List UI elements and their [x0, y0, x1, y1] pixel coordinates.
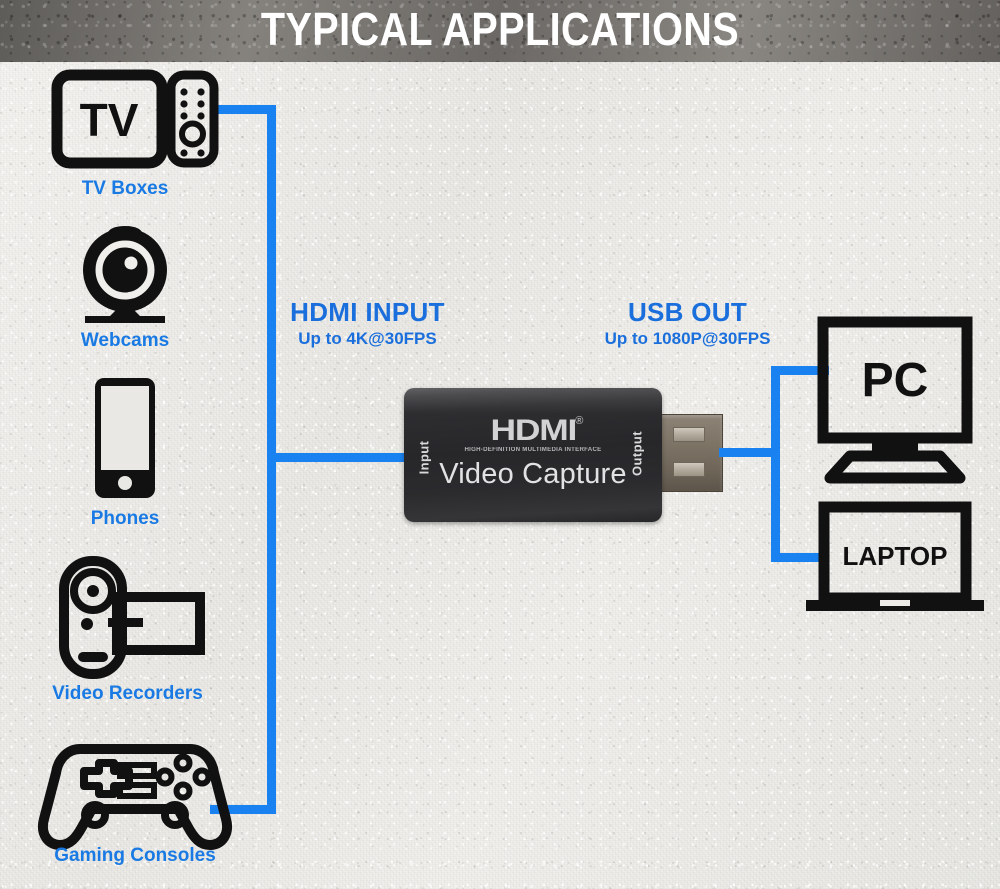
- video-capture-device: Input Output HDMI ® HIGH-DEFINITION MULT…: [404, 388, 662, 522]
- source-item-video-recorders: Video Recorders: [20, 555, 235, 710]
- hdmi-registered-mark: ®: [575, 415, 584, 427]
- source-label-video-recorders: Video Recorders: [52, 683, 203, 704]
- page-title: TYPICAL APPLICATIONS: [260, 3, 740, 55]
- svg-text:TV: TV: [80, 94, 139, 146]
- header-bar: TYPICAL APPLICATIONS: [0, 0, 1000, 62]
- laptop-icon: LAPTOP: [800, 501, 990, 615]
- desktop-computer-icon: PC: [800, 316, 990, 484]
- usb-out-spec: Up to 1080P@30FPS: [604, 329, 771, 348]
- source-label-tv-boxes: TV Boxes: [81, 178, 169, 199]
- gamepad-icon: [10, 735, 260, 850]
- source-item-tv-boxes: TV TV Boxes: [30, 69, 220, 200]
- hdmi-input-label-group: HDMI INPUT Up to 4K@30FPS: [255, 297, 480, 349]
- wire-device-output-to-bus: [719, 448, 780, 457]
- hdmi-brand-text: HDMI: [490, 414, 577, 447]
- hdmi-input-spec: Up to 4K@30FPS: [298, 329, 437, 348]
- source-item-gaming-consoles: Gaming Consoles: [10, 735, 260, 885]
- wire-tv-to-bus: [210, 105, 276, 114]
- hdmi-brand-logo: HDMI ® HIGH-DEFINITION MULTIMEDIA INTERF…: [404, 414, 662, 453]
- wire-right-vertical-bus: [771, 366, 780, 562]
- hdmi-input-title: HDMI INPUT: [290, 297, 445, 327]
- usb-connector-plug: [655, 414, 723, 492]
- wire-bus-to-device-input: [267, 453, 415, 462]
- svg-text:LAPTOP: LAPTOP: [843, 541, 948, 571]
- source-label-gaming-consoles: Gaming Consoles: [54, 845, 216, 866]
- phone-icon: [30, 378, 220, 500]
- source-label-phones: Phones: [90, 508, 160, 529]
- destination-item-laptop: LAPTOP LAPTOP: [800, 501, 990, 615]
- destination-item-pc: PC PC: [800, 316, 990, 484]
- tv-box-icon: TV: [30, 69, 220, 172]
- wire-bus-to-pc: [771, 366, 829, 375]
- device-product-name: Video Capture: [439, 458, 627, 490]
- hdmi-brand-subtitle: HIGH-DEFINITION MULTIMEDIA INTERFACE: [464, 447, 602, 453]
- source-item-webcams: Webcams: [30, 225, 220, 355]
- svg-text:PC: PC: [862, 354, 929, 407]
- usb-out-title: USB OUT: [627, 297, 748, 327]
- webcam-icon: [30, 225, 220, 325]
- source-label-webcams: Webcams: [80, 330, 170, 351]
- usb-out-label-group: USB OUT Up to 1080P@30FPS: [575, 297, 800, 349]
- source-item-phones: Phones: [30, 378, 220, 529]
- camcorder-icon: [20, 555, 235, 680]
- wire-gaming-to-bus: [210, 805, 276, 814]
- device-gloss-highlight: [404, 388, 662, 414]
- wire-bus-to-laptop: [771, 553, 829, 562]
